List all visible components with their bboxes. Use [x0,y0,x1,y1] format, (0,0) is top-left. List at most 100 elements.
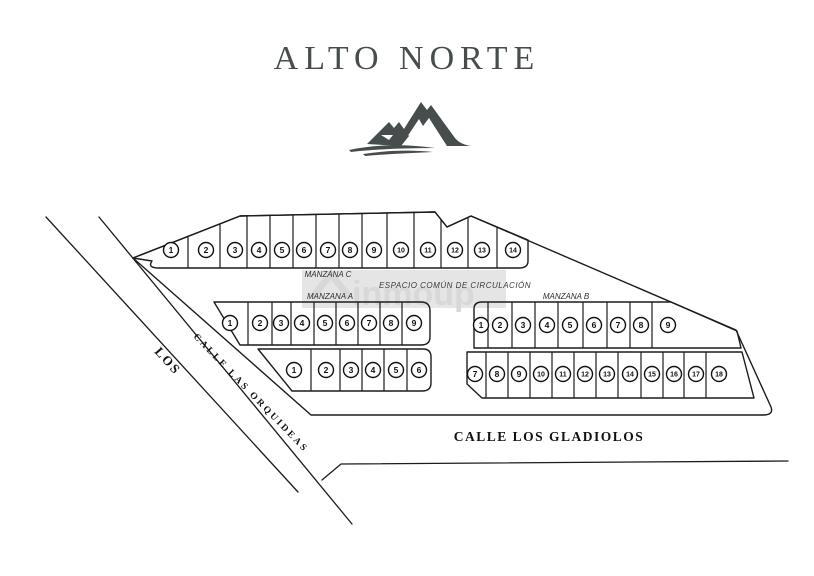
lot-circle [538,316,556,334]
lot-number: 5 [394,365,399,375]
lot-number: 4 [300,318,305,328]
street-left-edge-2 [98,216,353,525]
page-title: ALTO NORTE [273,40,541,77]
brand-header: ALTO NORTE [0,40,814,78]
lot-circle [341,241,359,259]
street-name-los: LOS [152,344,185,378]
lot-marker-b-2: 2 [491,316,509,334]
lot-circle [665,365,683,383]
lot-circle [293,314,311,332]
lot-marker-b-4: 4 [538,316,556,334]
lot-number: 8 [389,318,394,328]
lot-number: 6 [302,245,307,255]
lot-number: 8 [495,369,500,379]
lot-circle [473,241,491,259]
lot-number: 4 [545,320,550,330]
lot-circle [197,241,215,259]
lot-marker-a-9: 9 [405,314,423,332]
lot-marker-a-2: 2 [317,361,335,379]
lot-number: 8 [639,320,644,330]
lot-number: 11 [424,248,432,255]
manzana-c-block [132,211,529,269]
lot-number: 1 [479,320,484,330]
lot-number: 9 [517,369,522,379]
lot-marker-a-3: 3 [342,361,360,379]
lot-marker-a-1: 1 [285,361,303,379]
espacio-comun-label: ESPACIO COMÚN DE CIRCULACIÓN [379,281,531,290]
lot-marker-b-12: 12 [576,365,594,383]
lot-circle [466,365,484,383]
street-bottom-edge [321,460,789,481]
lot-number: 16 [670,372,678,379]
lot-circle [510,365,528,383]
lot-circle [659,316,677,334]
lot-circle [226,241,244,259]
lot-marker-b-9: 9 [659,316,677,334]
lot-circle [285,361,303,379]
lot-circle [446,241,464,259]
lot-circle [319,241,337,259]
lot-marker-b-18: 18 [710,365,728,383]
manzana-b-label: MANZANA B [543,292,590,301]
lot-marker-c-13: 13 [473,241,491,259]
lot-circle [316,314,334,332]
lot-circle [472,316,490,334]
lot-number: 12 [451,248,459,255]
lot-number: 13 [478,248,486,255]
lot-circle [221,314,239,332]
lot-circle [162,241,180,259]
lot-circle [632,316,650,334]
lot-number: 6 [592,320,597,330]
lot-marker-a-5: 5 [316,314,334,332]
lot-circle [532,365,550,383]
lot-circle [365,241,383,259]
lot-marker-a-1: 1 [221,314,239,332]
lot-circle [621,365,639,383]
lot-marker-c-1: 1 [162,241,180,259]
lot-number: 3 [233,245,238,255]
lot-number: 14 [626,372,634,379]
lot-circle [317,361,335,379]
lot-circle [687,365,705,383]
lot-circle [342,361,360,379]
lot-circle [609,316,627,334]
lot-circle [585,316,603,334]
lot-circle [251,314,269,332]
lot-marker-b-11: 11 [554,365,572,383]
mountain-logo [349,102,471,156]
manzana-c-label: MANZANA C [305,270,352,279]
lot-circle [643,365,661,383]
lot-number: 5 [568,320,573,330]
lot-marker-b-10: 10 [532,365,550,383]
lot-number: 2 [324,365,329,375]
lot-marker-c-11: 11 [419,241,437,259]
lot-number: 6 [417,365,422,375]
lot-number: 2 [498,320,503,330]
lot-circle [250,241,268,259]
lot-circle [360,314,378,332]
lot-circle [491,316,509,334]
lot-marker-a-5: 5 [387,361,405,379]
lot-number: 17 [692,372,700,379]
lot-dividers [187,212,707,398]
lot-marker-b-1: 1 [472,316,490,334]
lot-circle [554,365,572,383]
lot-number: 7 [367,318,372,328]
lot-circle [598,365,616,383]
street-name-calle-los-gladiolos: CALLE LOS GLADIOLOS [454,429,645,444]
lot-circle [405,314,423,332]
lot-number: 3 [349,365,354,375]
lot-marker-c-6: 6 [295,241,313,259]
lot-marker-a-3: 3 [272,314,290,332]
lot-number: 2 [204,245,209,255]
lot-number: 7 [326,245,331,255]
lot-number: 18 [715,372,723,379]
mountain-base-swoosh [349,145,435,152]
house-roof-icon [309,268,353,301]
street-left-edge-1 [45,216,299,493]
lot-marker-a-7: 7 [360,314,378,332]
lot-marker-a-8: 8 [382,314,400,332]
lot-number: 3 [521,320,526,330]
